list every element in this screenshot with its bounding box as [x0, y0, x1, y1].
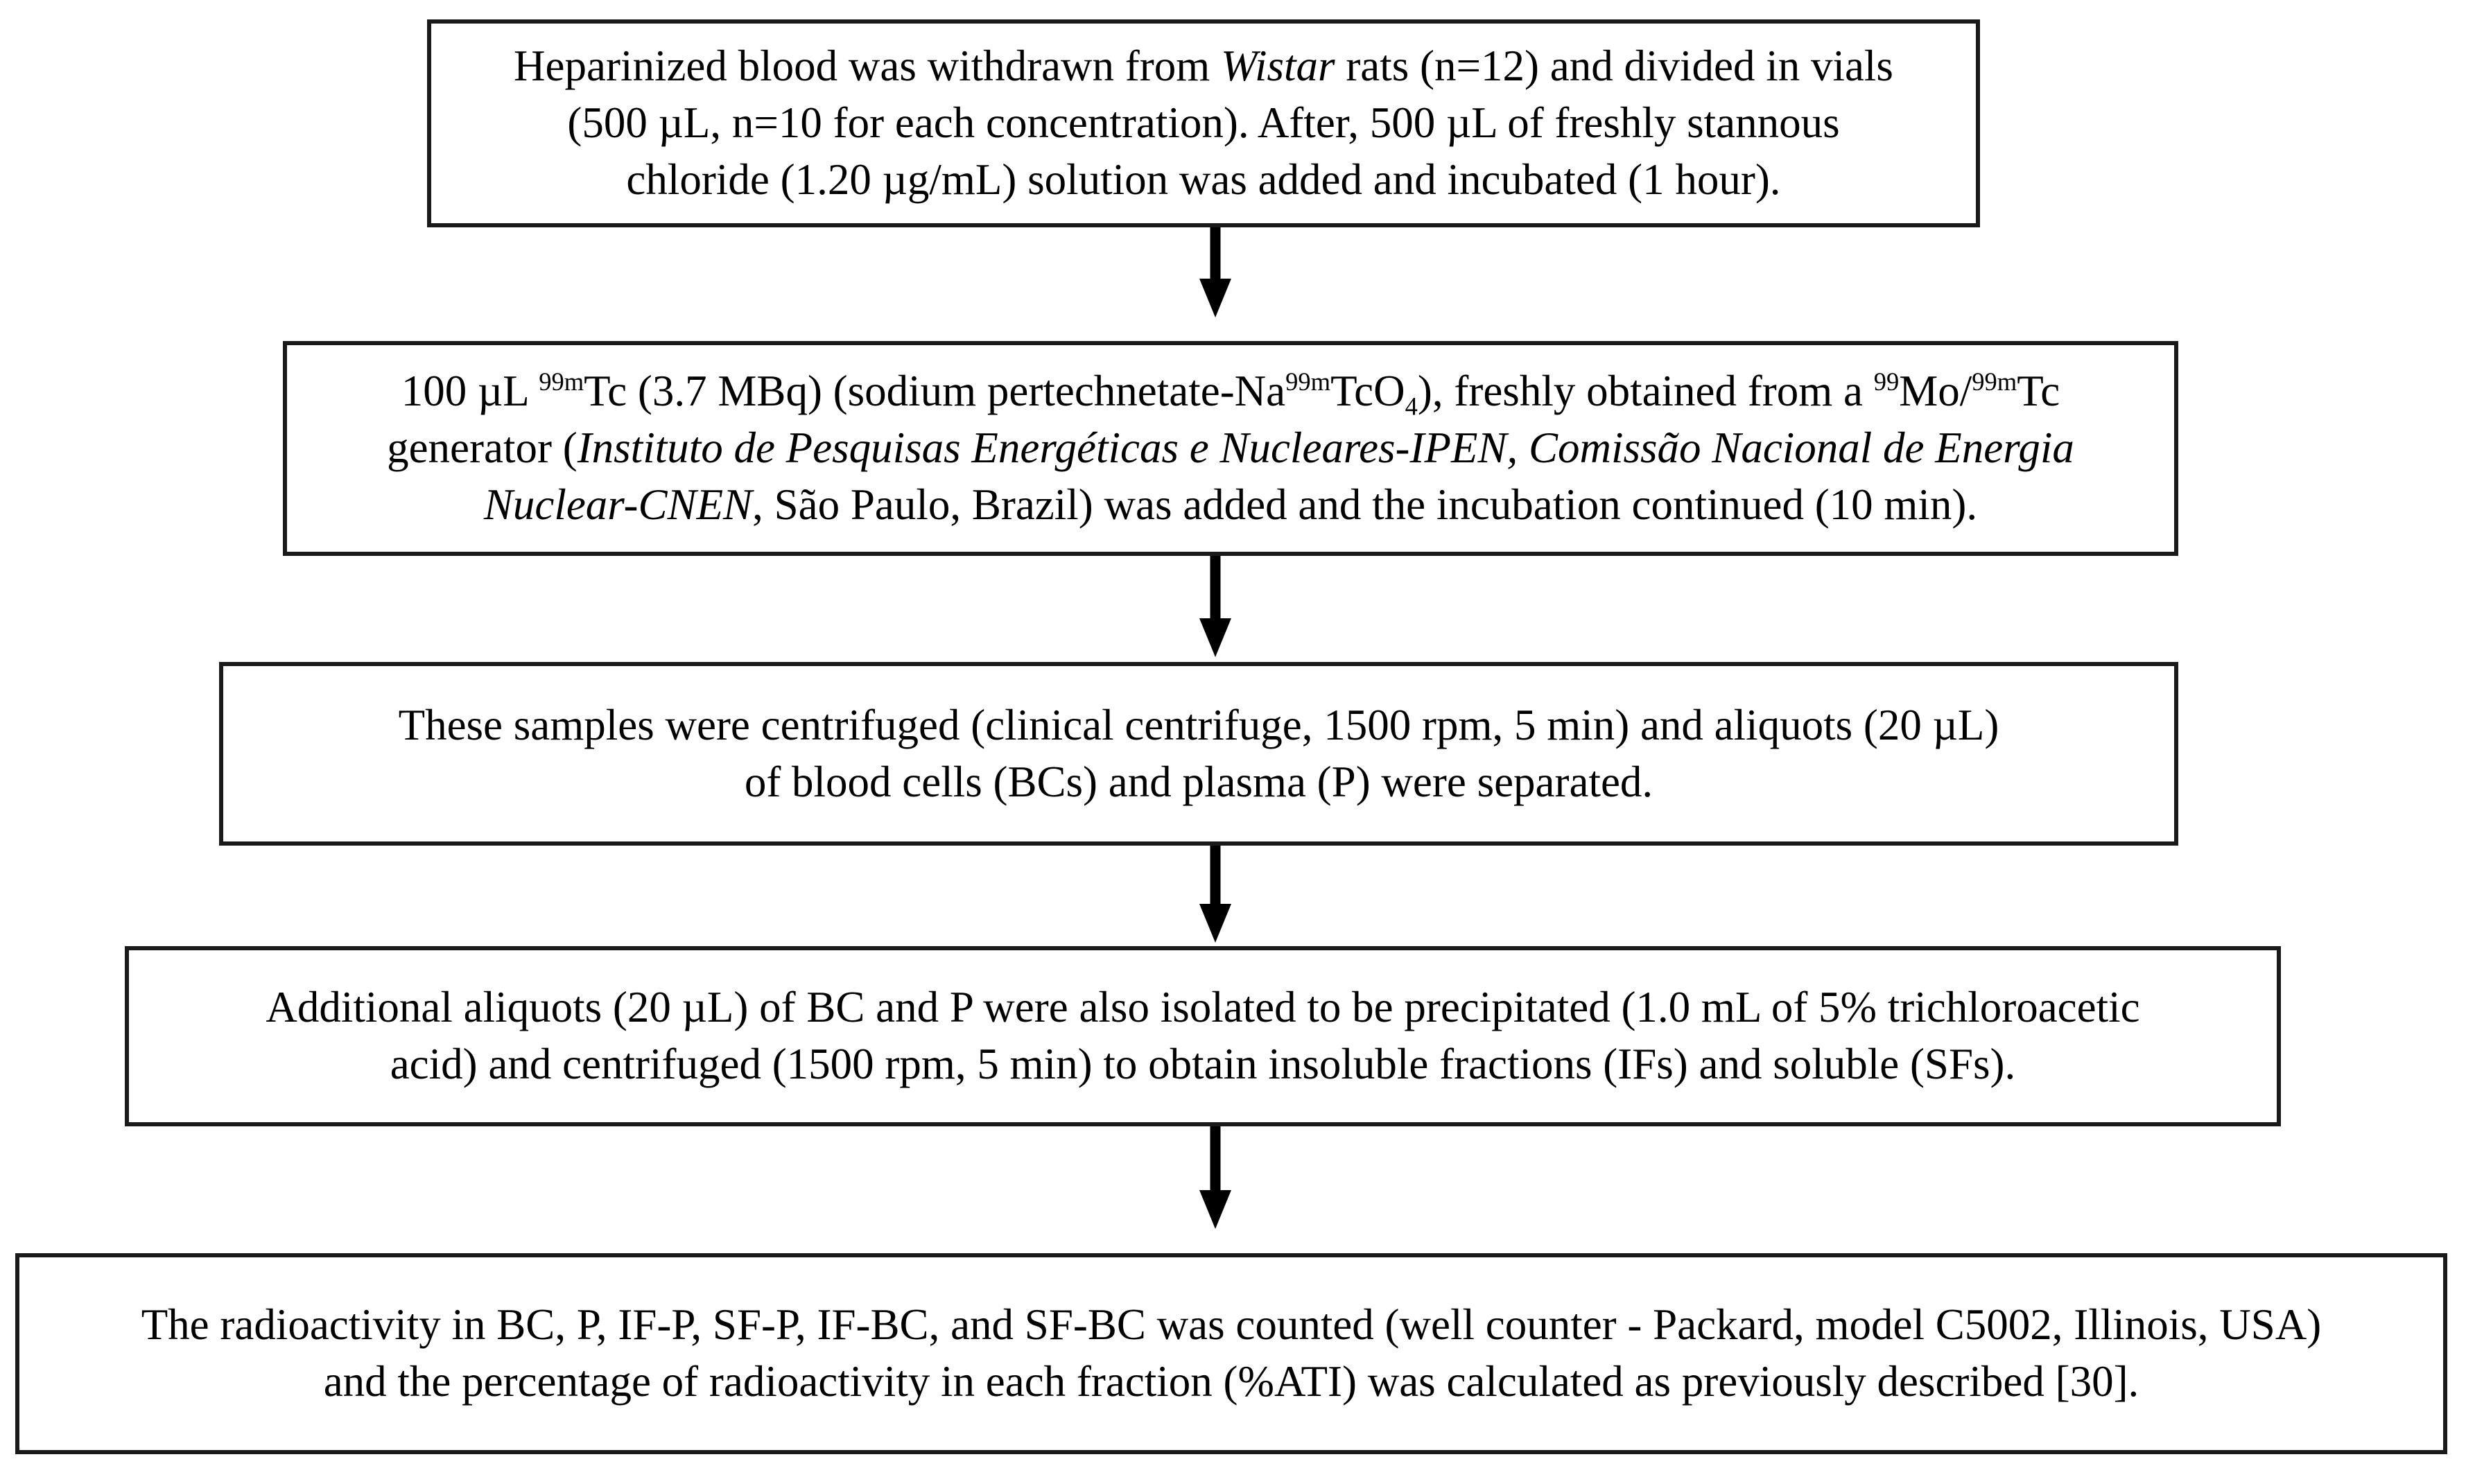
step-2-l1-a: 100 µL: [401, 367, 539, 416]
step-2-l3-rest: , São Paulo, Brazil) was added and the i…: [752, 480, 1978, 529]
step-1-line-2: (500 µL, n=10 for each concentration). A…: [567, 98, 1840, 148]
step-2-sup-99m-2: 99m: [1285, 367, 1331, 396]
step-1-line1-italic: Wistar: [1221, 42, 1335, 91]
step-3-line-2: of blood cells (BCs) and plasma (P) were…: [744, 757, 1653, 806]
arrow-step3-to-step4: [1199, 846, 1231, 946]
arrow-head: [1199, 618, 1231, 657]
step-5-line-2: and the percentage of radioactivity in e…: [323, 1357, 2139, 1406]
step-2-line-2: generator (Instituto de Pesquisas Energé…: [305, 420, 2156, 477]
step-2-sup-99m-1: 99m: [539, 367, 584, 396]
step-2-text: 100 µL 99mTc (3.7 MBq) (sodium pertechne…: [287, 363, 2174, 534]
step-2-l1-b: Tc (3.7 MBq) (sodium pertechnetate-Na: [584, 367, 1286, 416]
step-1-line1-pre: Heparinized blood was withdrawn from: [514, 42, 1222, 91]
arrow-shaft: [1210, 1126, 1221, 1196]
step-2-sup-99: 99: [1873, 367, 1900, 396]
step-3-line-1: These samples were centrifuged (clinical…: [398, 700, 1999, 749]
step-2-l1-e: Mo/: [1899, 367, 1972, 416]
step-2-l2-institution: Instituto de Pesquisas Energéticas e Nuc…: [577, 424, 2074, 473]
arrow-shaft: [1210, 556, 1221, 624]
step-2-l1-d: ), freshly obtained from a: [1417, 367, 1874, 416]
arrow-step1-to-step2: [1199, 227, 1231, 317]
step-1-line1-post: rats (n=12) and divided in vials: [1335, 42, 1893, 91]
step-2-sub-4: 4: [1405, 392, 1418, 421]
flowchart-node-step-5: The radioactivity in BC, P, IF-P, SF-P, …: [15, 1253, 2447, 1454]
arrow-head: [1199, 1190, 1231, 1229]
step-1-line-3: chloride (1.20 µg/mL) solution was added…: [626, 155, 1781, 204]
flowchart-node-step-4: Additional aliquots (20 µL) of BC and P …: [125, 946, 2281, 1126]
step-1-text: Heparinized blood was withdrawn from Wis…: [431, 38, 1976, 209]
flowchart-node-step-1: Heparinized blood was withdrawn from Wis…: [427, 19, 1980, 227]
step-1-line-1: Heparinized blood was withdrawn from Wis…: [449, 38, 1958, 95]
step-5-text: The radioactivity in BC, P, IF-P, SF-P, …: [19, 1297, 2443, 1411]
arrow-step2-to-step3: [1199, 556, 1231, 662]
step-3-text: These samples were centrifuged (clinical…: [223, 697, 2174, 811]
step-2-l3-institution: Nuclear-CNEN: [483, 480, 753, 529]
arrow-step4-to-step5: [1199, 1126, 1231, 1234]
flowchart-node-step-2: 100 µL 99mTc (3.7 MBq) (sodium pertechne…: [283, 341, 2178, 556]
step-2-l2-pre: generator (: [387, 424, 578, 473]
step-4-line-1: Additional aliquots (20 µL) of BC and P …: [266, 983, 2140, 1032]
step-4-line-2: acid) and centrifuged (1500 rpm, 5 min) …: [390, 1040, 2016, 1088]
step-2-line-3: Nuclear-CNEN, São Paulo, Brazil) was add…: [305, 477, 2156, 534]
arrow-shaft: [1210, 846, 1221, 909]
step-2-sup-99m-3: 99m: [1972, 367, 2017, 396]
step-5-line-1: The radioactivity in BC, P, IF-P, SF-P, …: [141, 1300, 2322, 1350]
step-2-l1-f: Tc: [2017, 367, 2060, 416]
step-4-text: Additional aliquots (20 µL) of BC and P …: [129, 979, 2277, 1093]
arrow-head: [1199, 279, 1231, 317]
step-2-line-1: 100 µL 99mTc (3.7 MBq) (sodium pertechne…: [305, 363, 2156, 420]
step-2-l1-c: TcO: [1330, 367, 1405, 416]
flowchart-node-step-3: These samples were centrifuged (clinical…: [219, 662, 2178, 846]
arrow-shaft: [1210, 227, 1221, 284]
arrow-head: [1199, 904, 1231, 943]
